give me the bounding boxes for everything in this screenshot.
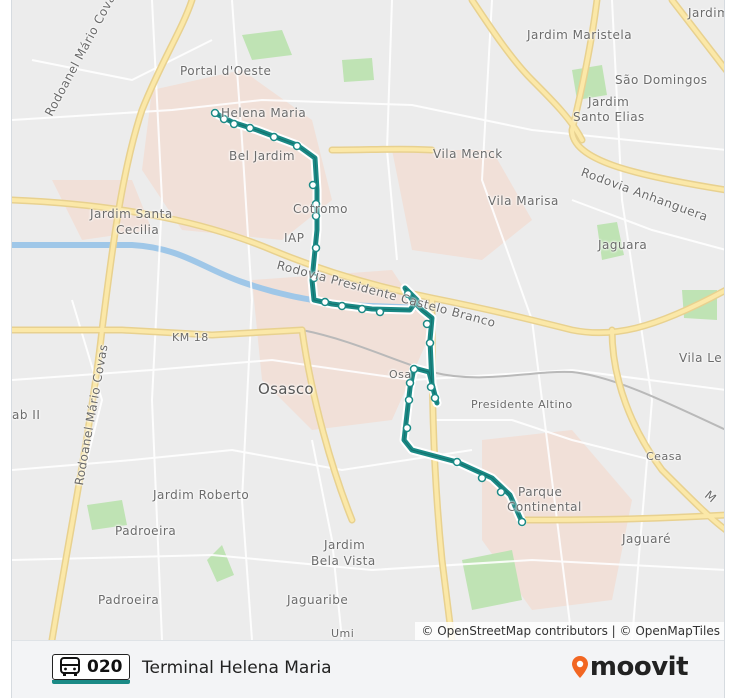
label-cotromo: Cotromo bbox=[293, 202, 348, 216]
bus-stop bbox=[402, 423, 412, 433]
railway bbox=[301, 329, 724, 431]
bus-stop bbox=[311, 243, 321, 253]
bus-stop bbox=[311, 211, 321, 221]
label-jardim-top: Jardim bbox=[688, 6, 724, 20]
label-umi: Umi bbox=[331, 627, 355, 640]
label-iap: IAP bbox=[284, 231, 305, 245]
label-vila-le: Vila Le bbox=[679, 351, 723, 365]
bus-stop bbox=[409, 364, 419, 374]
bus-stop bbox=[337, 301, 347, 311]
map-attribution[interactable]: © OpenStreetMap contributors | © OpenMap… bbox=[415, 622, 724, 640]
route-badge[interactable]: 020 bbox=[52, 654, 130, 684]
label-osa: Osa bbox=[389, 368, 412, 381]
brand-name: moovit bbox=[589, 652, 689, 682]
bus-stop bbox=[375, 307, 385, 317]
label-jardim-santa-cecilia-2: Cecilia bbox=[116, 223, 160, 237]
bus-stop bbox=[311, 199, 321, 209]
bus-stop bbox=[496, 487, 506, 497]
label-sao-domingos: São Domingos bbox=[615, 73, 708, 87]
label-jardim-maristela: Jardim Maristela bbox=[527, 28, 633, 42]
map-widget: Portal d'Oeste Helena Maria Bel Jardim V… bbox=[11, 0, 725, 698]
label-jaguare: Jaguaré bbox=[622, 532, 672, 546]
label-km18: KM 18 bbox=[172, 331, 209, 344]
label-jardim-roberto: Jardim Roberto bbox=[153, 488, 250, 502]
label-jardim-bela-vista-2: Bela Vista bbox=[311, 554, 376, 568]
label-padroeira-1: Padroeira bbox=[115, 524, 177, 538]
label-parque-continental-2: Continental bbox=[507, 500, 582, 514]
bus-stop bbox=[404, 395, 414, 405]
bus-stop bbox=[245, 123, 255, 133]
label-bel-jardim: Bel Jardim bbox=[229, 149, 296, 163]
bus-stop bbox=[320, 297, 330, 307]
label-jaguara: Jaguara bbox=[598, 238, 648, 252]
bus-stop bbox=[309, 273, 319, 283]
label-presidente-altino: Presidente Altino bbox=[471, 398, 573, 411]
bus-stop bbox=[426, 382, 436, 392]
label-jardim-bela-vista-1: Jardim bbox=[324, 538, 366, 552]
location-pin-icon bbox=[571, 656, 588, 678]
bus-stop bbox=[422, 319, 432, 329]
label-jardim-santo-elias-1: Jardim bbox=[588, 95, 630, 109]
bus-stop bbox=[517, 517, 527, 527]
moovit-logo[interactable]: moovit bbox=[571, 652, 689, 682]
bus-stop bbox=[452, 457, 462, 467]
route-name: Terminal Helena Maria bbox=[142, 658, 332, 678]
label-portal-doeste: Portal d'Oeste bbox=[180, 64, 272, 78]
bus-stop bbox=[308, 180, 318, 190]
bus-stop bbox=[269, 132, 279, 142]
label-ceasa: Ceasa bbox=[646, 450, 683, 463]
route-number: 020 bbox=[87, 657, 123, 677]
bus-stop bbox=[477, 473, 487, 483]
label-jaguaribe: Jaguaribe bbox=[287, 593, 349, 607]
bus-stop bbox=[229, 119, 239, 129]
bus-stops bbox=[210, 108, 527, 527]
bus-stop bbox=[425, 338, 435, 348]
label-vila-menck: Vila Menck bbox=[433, 147, 503, 161]
bus-stop bbox=[403, 289, 413, 299]
label-padroeira-2: Padroeira bbox=[98, 593, 160, 607]
label-jardim-santa-cecilia-1: Jardim Santa bbox=[90, 207, 173, 221]
route-footer: 020 Terminal Helena Maria moovit bbox=[12, 640, 724, 698]
map-canvas bbox=[12, 0, 724, 640]
bus-stop bbox=[430, 393, 440, 403]
label-ab-ii: ab II bbox=[12, 408, 41, 422]
bus-route bbox=[210, 108, 527, 527]
label-helena-maria: Helena Maria bbox=[221, 106, 307, 120]
bus-icon bbox=[60, 657, 80, 676]
label-parque-continental-1: Parque bbox=[518, 485, 563, 499]
bus-stop bbox=[210, 108, 220, 118]
route-map[interactable]: Portal d'Oeste Helena Maria Bel Jardim V… bbox=[12, 0, 724, 640]
bus-stop bbox=[357, 304, 367, 314]
bus-stop bbox=[405, 378, 415, 388]
bus-stop bbox=[219, 114, 229, 124]
label-jardim-santo-elias-2: Santo Elias bbox=[573, 110, 645, 124]
label-vila-marisa: Vila Marisa bbox=[488, 194, 559, 208]
bus-stop bbox=[292, 141, 302, 151]
label-osasco: Osasco bbox=[258, 380, 314, 398]
